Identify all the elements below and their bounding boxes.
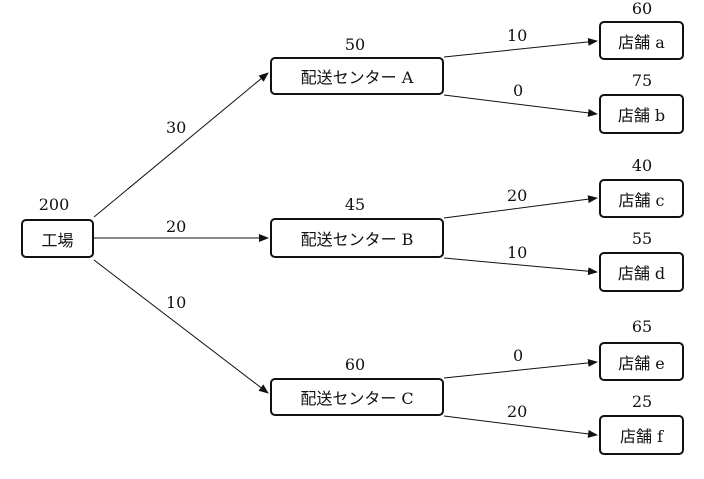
store-f-node: 店舗 f xyxy=(599,415,684,455)
flow-label-store-d: 10 xyxy=(507,243,528,262)
center-a-label: 配送センター A xyxy=(300,68,414,87)
center-b-label: 配送センター B xyxy=(300,230,414,249)
store-d-value: 55 xyxy=(631,229,653,248)
factory-label: 工場 xyxy=(41,230,74,250)
store-a-label: 店舗 a xyxy=(618,32,665,52)
store-e-label: 店舗 e xyxy=(618,353,665,373)
flow-label-store-c: 20 xyxy=(507,186,528,205)
factory-value: 200 xyxy=(38,195,70,214)
flow-label-center-c: 10 xyxy=(166,293,187,312)
edge-factory-center-c xyxy=(93,259,269,394)
edge-center-c-store-f xyxy=(443,415,598,438)
center-c-value: 60 xyxy=(344,355,366,374)
flow-label-store-f: 20 xyxy=(507,402,528,421)
edge-center-a-store-a xyxy=(443,37,598,58)
store-c-node: 店舗 c xyxy=(599,179,684,218)
edge-center-b-store-c xyxy=(443,195,598,219)
store-e-node: 店舗 e xyxy=(599,342,684,381)
store-b-value: 75 xyxy=(631,71,653,90)
store-c-label: 店舗 c xyxy=(618,190,665,210)
flow-label-center-b: 20 xyxy=(166,217,187,236)
store-f-label: 店舗 f xyxy=(619,427,663,446)
center-c-node: 配送センター C xyxy=(270,378,444,416)
factory-node: 工場 xyxy=(21,219,94,258)
store-e-value: 65 xyxy=(631,317,653,336)
flow-label-store-a: 10 xyxy=(507,26,528,45)
edge-center-c-store-e xyxy=(443,358,598,379)
store-a-node: 店舗 a xyxy=(599,21,684,60)
store-c-value: 40 xyxy=(631,156,653,175)
flow-label-store-e: 0 xyxy=(513,346,524,365)
store-a-value: 60 xyxy=(631,0,653,18)
store-d-node: 店舗 d xyxy=(599,252,684,292)
edge-center-a-store-b xyxy=(443,94,598,117)
center-b-value: 45 xyxy=(344,195,366,214)
store-b-node: 店舗 b xyxy=(599,94,684,134)
center-c-label: 配送センター C xyxy=(300,389,414,408)
flow-label-center-a: 30 xyxy=(166,118,187,137)
edge-factory-center-a xyxy=(93,72,269,218)
store-b-label: 店舗 b xyxy=(617,106,666,125)
edge-center-b-store-d xyxy=(443,257,598,276)
center-a-value: 50 xyxy=(344,35,366,54)
store-f-value: 25 xyxy=(631,392,653,411)
flow-label-store-b: 0 xyxy=(513,81,524,100)
center-b-node: 配送センター B xyxy=(270,218,444,258)
center-a-node: 配送センター A xyxy=(270,57,444,95)
store-d-label: 店舗 d xyxy=(617,264,666,283)
